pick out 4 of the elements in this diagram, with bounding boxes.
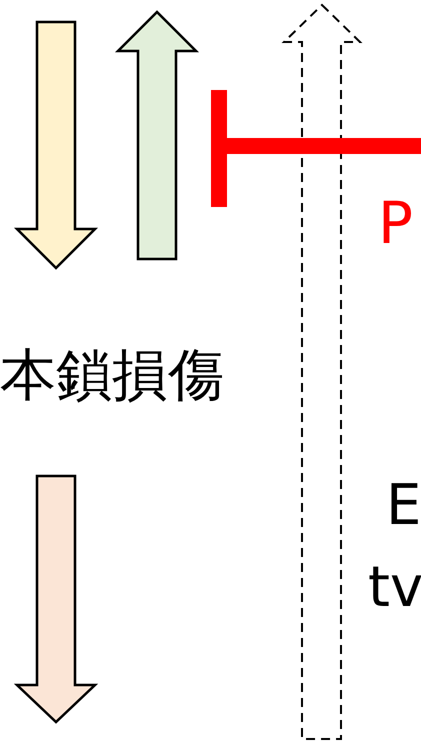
label-text: tv [368,560,421,616]
label-text: 本鎖損傷 [0,348,224,404]
label-text: E [386,478,421,534]
label-text: P [378,194,413,252]
